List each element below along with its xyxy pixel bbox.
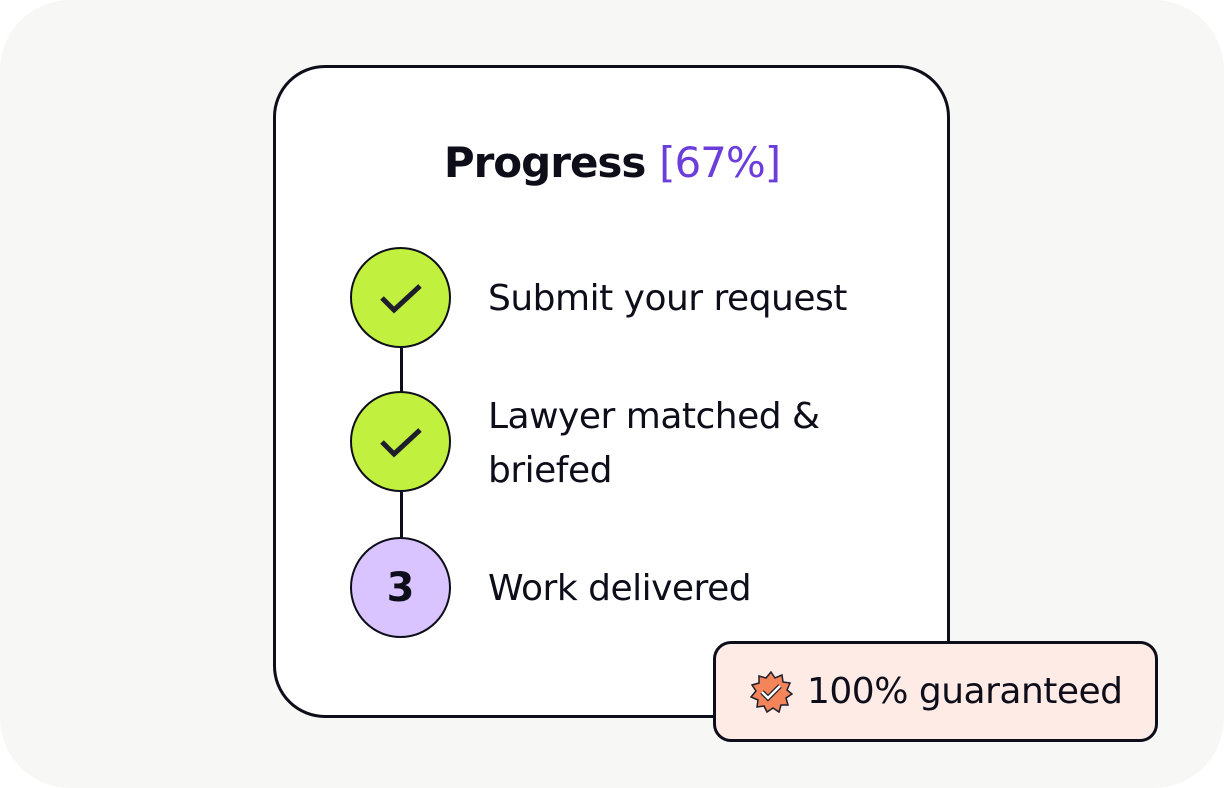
step-3-number: 3 xyxy=(386,564,415,611)
step-connector xyxy=(400,492,403,538)
progress-title-label: Progress xyxy=(443,138,647,187)
badge-label: 100% guaranteed xyxy=(807,671,1123,712)
step-1-label: Submit your request xyxy=(488,278,847,319)
step-3-label: Work delivered xyxy=(488,568,752,609)
step-2-status xyxy=(350,391,451,492)
step-2-label: Lawyer matched & briefed xyxy=(488,396,820,491)
progress-percent: [67%] xyxy=(659,138,781,187)
progress-title: Progress [67%] xyxy=(0,138,1224,187)
check-icon xyxy=(379,427,422,457)
verified-badge-icon xyxy=(749,670,793,713)
step-1-status xyxy=(350,247,451,348)
guarantee-badge: 100% guaranteed xyxy=(713,641,1158,742)
step-connector xyxy=(400,348,403,394)
step-3-status: 3 xyxy=(350,537,451,638)
check-icon xyxy=(379,283,422,313)
